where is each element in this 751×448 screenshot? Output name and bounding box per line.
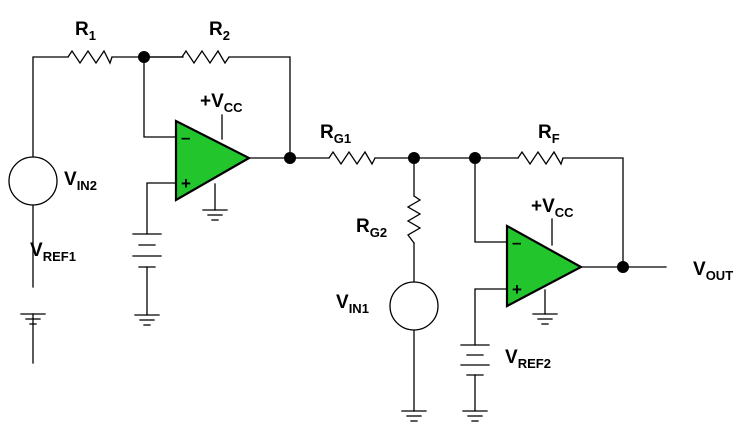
ground-icon [401, 410, 427, 422]
battery-vref1 [132, 233, 162, 268]
ground-icon [532, 313, 558, 325]
resistor-rg2 [406, 195, 422, 244]
voltage-source-vin2 [8, 156, 58, 206]
label-vcc1: +VCC [200, 91, 243, 115]
ground-icon [202, 209, 228, 221]
label-vout: VOUT [693, 259, 733, 283]
resistors [67, 49, 564, 244]
junction-node [469, 152, 481, 164]
ground-icon [20, 313, 46, 325]
wire-r2-to-out1 [228, 56, 291, 159]
wire-vin2-top [32, 56, 69, 288]
junction-node [284, 152, 296, 164]
label-rg1: RG1 [320, 122, 351, 146]
wire-plus2-vref2 [474, 288, 508, 346]
voltage-source-vin1 [389, 281, 439, 331]
label-vref2: VREF2 [505, 347, 551, 371]
ground-icon [134, 314, 160, 326]
label-r1: R1 [75, 19, 96, 43]
wire-plus1-vref1 [146, 182, 177, 235]
wire-rf-out2 [562, 157, 624, 268]
label-vcc2: +VCC [531, 196, 574, 220]
label-rf: RF [538, 122, 560, 146]
opamp-1 [174, 119, 252, 202]
label-vref1: VREF1 [30, 240, 76, 264]
wires [32, 56, 667, 412]
junction-node [138, 51, 150, 63]
opamp-1-plus-sign: + [181, 174, 191, 193]
opamp-2-plus-sign: + [512, 280, 522, 299]
opamp-1-minus-sign: – [181, 128, 190, 147]
resistor-rf [517, 150, 564, 166]
opamp-2 [505, 224, 584, 308]
wire-node3-minus2 [474, 157, 508, 243]
label-rg2: RG2 [356, 216, 387, 240]
battery-vref2 [460, 344, 490, 376]
resistor-rg1 [328, 150, 376, 166]
label-vin1: VIN1 [336, 292, 369, 316]
junction-node [408, 152, 420, 164]
opamp-2-minus-sign: – [512, 233, 521, 252]
ground-icon [462, 410, 488, 422]
label-vin2: VIN2 [64, 169, 97, 193]
resistor-r2 [181, 49, 230, 65]
junction-node [617, 261, 629, 273]
label-r2: R2 [209, 19, 230, 43]
wire-node-to-minus1 [143, 56, 177, 138]
resistor-r1 [67, 49, 113, 65]
